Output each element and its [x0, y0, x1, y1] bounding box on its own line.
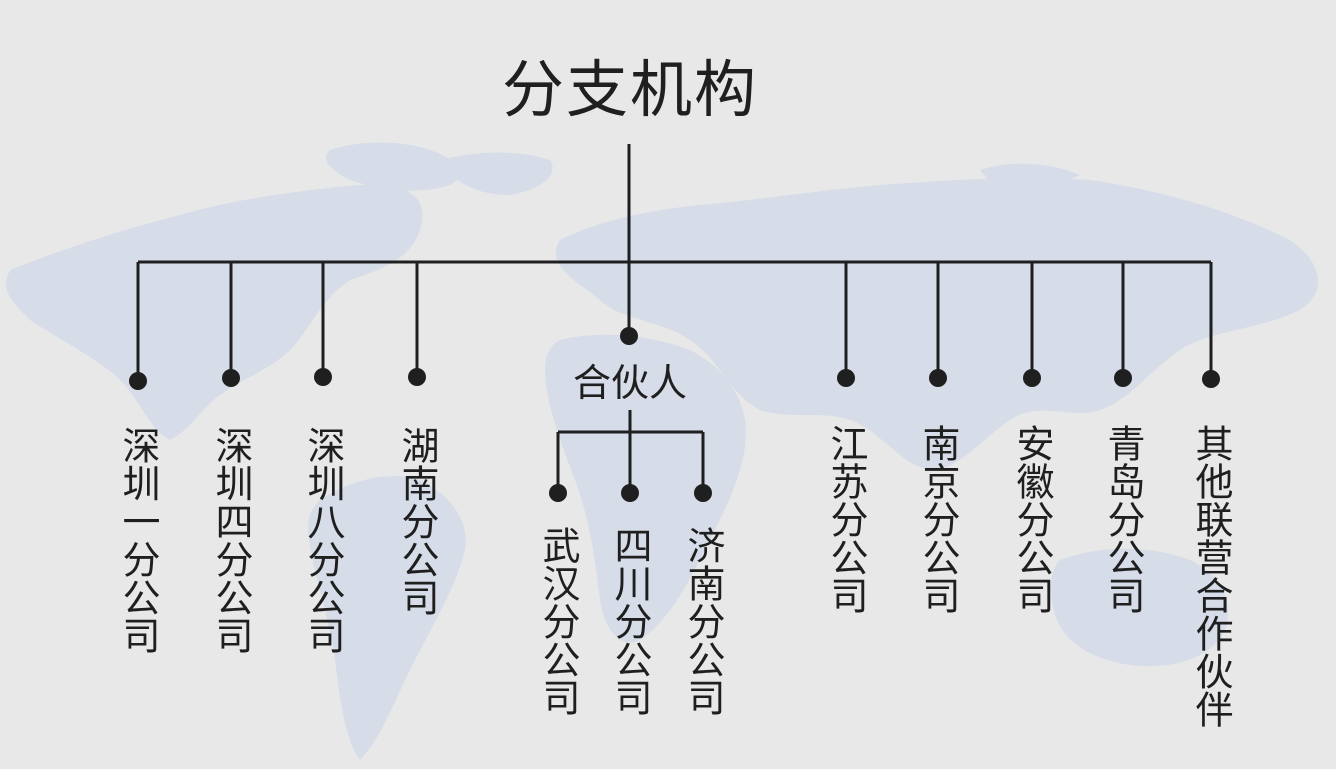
- node-dot-qingdao: [1114, 369, 1132, 387]
- branch-label-nanjing: 南京分公司: [916, 424, 960, 614]
- partner-label: 合伙人: [572, 361, 687, 405]
- node-dot-shenzhen-4: [222, 369, 240, 387]
- node-dot-sichuan: [621, 484, 639, 502]
- partner-child-sichuan: 四川分公司: [608, 526, 652, 716]
- branch-label-jiangsu: 江苏分公司: [824, 424, 868, 614]
- branch-label-shenzhen-8: 深圳八分公司: [301, 426, 345, 654]
- node-dot-jiangsu: [837, 369, 855, 387]
- branch-label-anhui: 安徽分公司: [1010, 424, 1054, 614]
- partner-child-wuhan: 武汉分公司: [536, 526, 580, 716]
- branch-label-other-partners: 其他联营合作伙伴: [1189, 424, 1233, 728]
- branch-label-qingdao: 青岛分公司: [1101, 424, 1145, 614]
- node-dot-other: [1202, 370, 1220, 388]
- partner-child-jinan: 济南分公司: [681, 526, 725, 716]
- branch-label-shenzhen-1: 深圳一分公司: [116, 426, 160, 654]
- node-dot-jinan: [694, 484, 712, 502]
- branch-label-shenzhen-4: 深圳四分公司: [209, 426, 253, 654]
- chart-title: 分支机构: [501, 53, 758, 126]
- node-dot-hunan: [408, 368, 426, 386]
- node-dot-nanjing: [929, 369, 947, 387]
- branch-label-hunan: 湖南分公司: [395, 426, 439, 616]
- node-dot-shenzhen-1: [129, 372, 147, 390]
- node-dot-partner: [620, 327, 638, 345]
- node-dot-anhui: [1023, 369, 1041, 387]
- node-dot-shenzhen-8: [314, 368, 332, 386]
- node-dot-wuhan: [549, 484, 567, 502]
